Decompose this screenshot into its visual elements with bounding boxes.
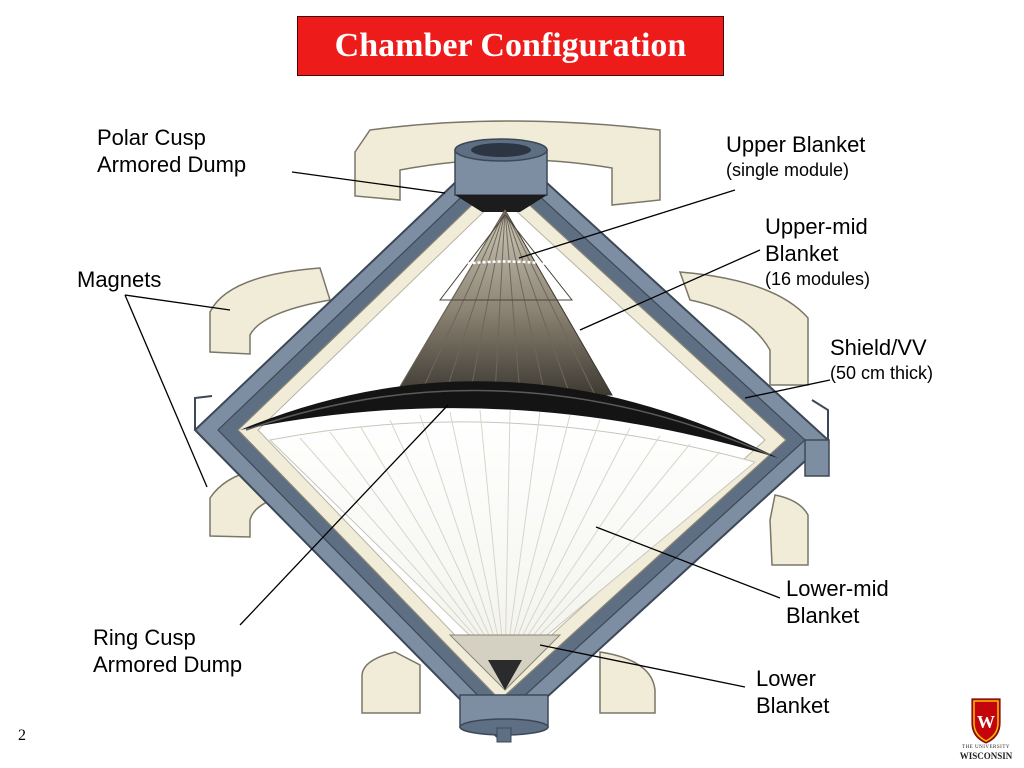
callout-shield <box>744 379 831 399</box>
label-magnets: Magnets <box>77 266 161 293</box>
label-upper-mid-line1: Upper-mid <box>765 214 868 239</box>
label-shield-sub: (50 cm thick) <box>830 363 934 383</box>
label-upper-mid-blanket: Upper-mid Blanket (16 modules) <box>765 213 870 291</box>
label-upper-mid-sub: (16 modules) <box>765 269 871 289</box>
magnet-top <box>354 120 661 206</box>
label-lower-mid-line2: Blanket <box>786 603 860 628</box>
label-upper-blanket-sub: (single module) <box>726 160 850 180</box>
lower-mid-blanket-fan <box>268 409 757 671</box>
label-upper-blanket-line1: Upper Blanket <box>726 132 866 157</box>
ring-cusp-band <box>240 381 778 458</box>
magnet-upper-right <box>678 271 809 386</box>
callout-ring-cusp <box>239 404 449 626</box>
label-upper-mid-line2: Blanket <box>765 241 839 266</box>
label-polar-cusp-line2: Armored Dump <box>97 152 247 177</box>
university-logo: W THE UNIVERSITY WISCONSIN <box>950 693 1022 765</box>
callout-upper-mid <box>579 249 761 331</box>
callout-lower-mid <box>595 526 781 599</box>
label-lower-line1: Lower <box>756 666 816 691</box>
magnet-bottom <box>361 651 656 714</box>
label-magnets-line1: Magnets <box>77 267 162 292</box>
logo-line1: THE UNIVERSITY <box>962 745 1010 750</box>
label-shield-vv: Shield/VV (50 cm thick) <box>830 334 933 385</box>
callout-polar-cusp <box>291 171 446 194</box>
uw-crest-icon: W <box>971 698 1001 744</box>
slide-number: 2 <box>18 727 26 744</box>
label-shield-line1: Shield/VV <box>830 335 927 360</box>
logo-line2: WISCONSIN <box>959 751 1013 761</box>
bottom-nozzle <box>459 694 549 743</box>
callout-upper-blanket <box>518 189 736 259</box>
callout-lower <box>539 644 746 688</box>
top-nozzle <box>454 138 548 212</box>
lower-blanket-cone <box>448 634 562 691</box>
callout-magnets-lower <box>124 294 208 488</box>
callout-magnets-upper <box>124 294 231 311</box>
label-lower-mid-line1: Lower-mid <box>786 576 889 601</box>
label-lower-blanket: Lower Blanket <box>756 665 829 719</box>
magnet-upper-left <box>209 267 331 355</box>
svg-text:W: W <box>977 712 995 732</box>
label-ring-cusp-line2: Armored Dump <box>93 652 243 677</box>
slide-title: Chamber Configuration <box>334 27 687 64</box>
callout-lines <box>124 171 831 688</box>
label-ring-cusp-line1: Ring Cusp <box>93 625 196 650</box>
label-polar-cusp: Polar Cusp Armored Dump <box>97 124 246 178</box>
label-polar-cusp-line1: Polar Cusp <box>97 125 206 150</box>
magnet-lower-right <box>769 494 809 566</box>
label-lower-mid-blanket: Lower-mid Blanket <box>786 575 889 629</box>
upper-blanket-cone <box>394 209 613 396</box>
title-box: Chamber Configuration <box>297 16 724 76</box>
label-lower-line2: Blanket <box>756 693 830 718</box>
label-ring-cusp: Ring Cusp Armored Dump <box>93 624 242 678</box>
label-upper-blanket: Upper Blanket (single module) <box>726 131 865 182</box>
